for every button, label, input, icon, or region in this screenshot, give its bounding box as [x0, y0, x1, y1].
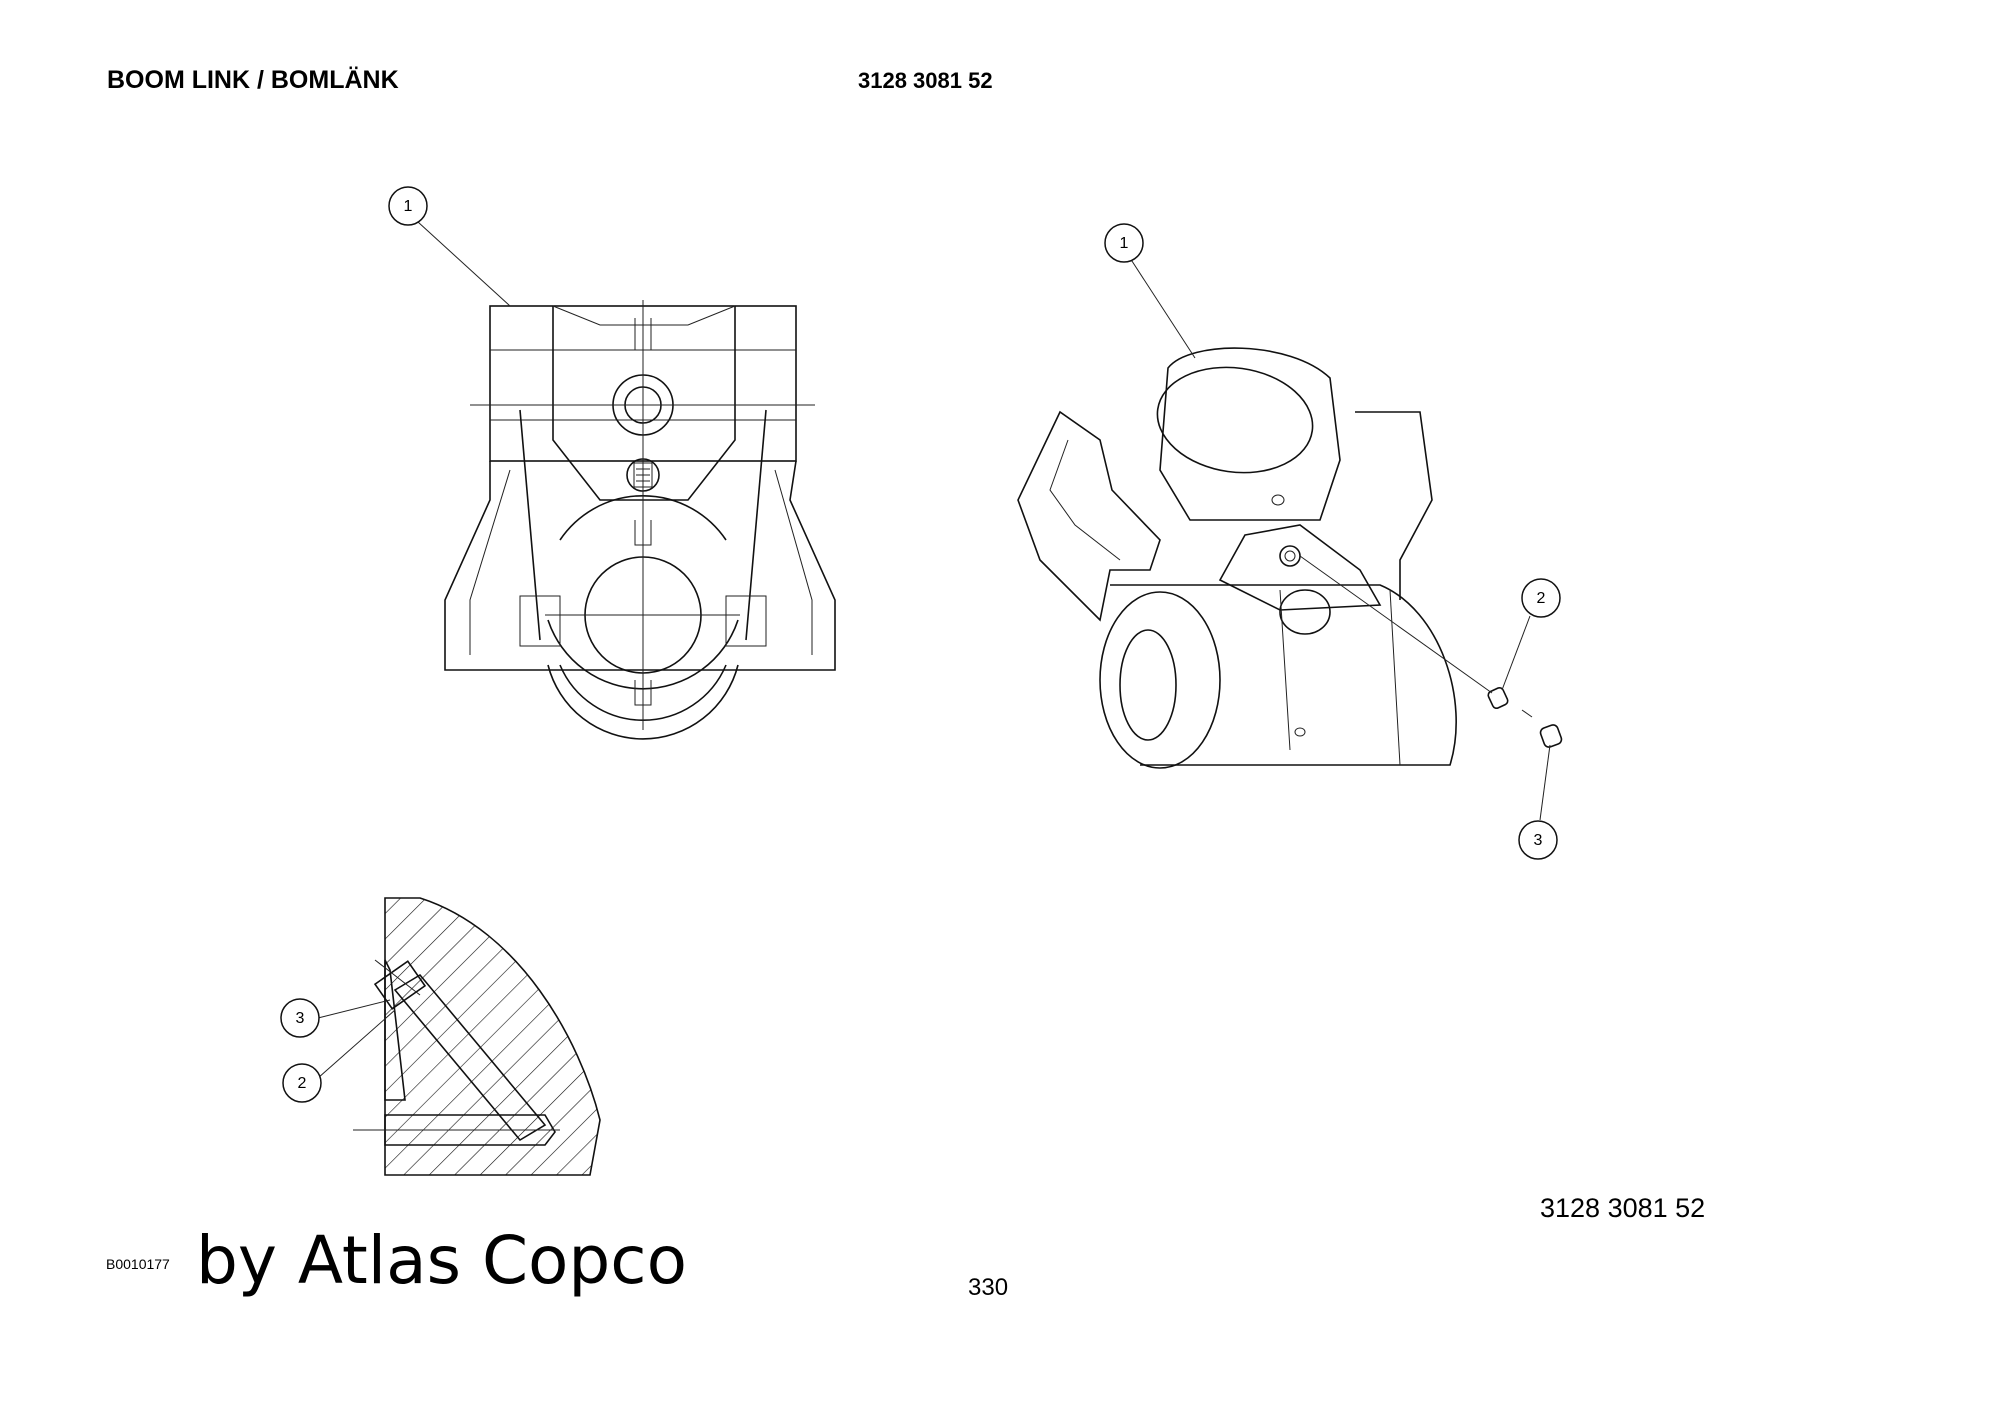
page-title: BOOM LINK / BOMLÄNK — [107, 66, 399, 94]
svg-text:3: 3 — [296, 1010, 305, 1027]
watermark: by Atlas Copco — [196, 1222, 687, 1299]
callout-2-section: 2 — [282, 1063, 322, 1103]
page-number: 330 — [968, 1274, 1009, 1301]
section-view-drawing — [317, 897, 601, 1176]
svg-text:2: 2 — [298, 1075, 307, 1092]
isometric-view-drawing — [1017, 257, 1563, 821]
callout-1-front: 1 — [388, 186, 428, 226]
callout-2-iso: 2 — [1521, 578, 1561, 618]
callout-3-iso: 3 — [1518, 820, 1558, 860]
header-part-number: 3128 3081 52 — [858, 68, 993, 93]
svg-text:1: 1 — [404, 198, 413, 215]
svg-text:1: 1 — [1120, 235, 1129, 252]
drawing-part-number: 3128 3081 52 — [1540, 1193, 1706, 1223]
front-view-drawing — [417, 221, 836, 740]
svg-text:2: 2 — [1537, 590, 1546, 607]
callout-3-section: 3 — [280, 998, 320, 1038]
callout-1-iso: 1 — [1104, 223, 1144, 263]
figure-id: B0010177 — [106, 1256, 170, 1272]
svg-text:3: 3 — [1534, 832, 1543, 849]
